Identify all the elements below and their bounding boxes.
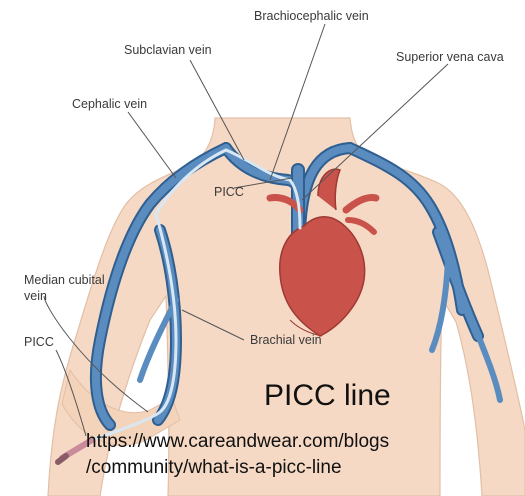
label-picc-arm: PICC bbox=[24, 335, 54, 349]
label-picc-chest: PICC bbox=[214, 185, 244, 199]
caption-title: PICC line bbox=[264, 379, 391, 412]
label-brachial-vein: Brachial vein bbox=[250, 333, 322, 347]
label-brachiocephalic-vein: Brachiocephalic vein bbox=[254, 9, 369, 23]
label-superior-vena-cava: Superior vena cava bbox=[396, 50, 504, 64]
caption-url-line1[interactable]: https://www.careandwear.com/blogs bbox=[86, 431, 389, 452]
label-median-cubital-line1: Median cubital bbox=[24, 273, 105, 287]
caption-url-line2[interactable]: /community/what-is-a-picc-line bbox=[86, 457, 342, 478]
leader-cephalic bbox=[128, 112, 176, 178]
label-median-cubital-line2: vein bbox=[24, 289, 47, 303]
label-cephalic-vein: Cephalic vein bbox=[72, 97, 147, 111]
label-subclavian-vein: Subclavian vein bbox=[124, 43, 212, 57]
